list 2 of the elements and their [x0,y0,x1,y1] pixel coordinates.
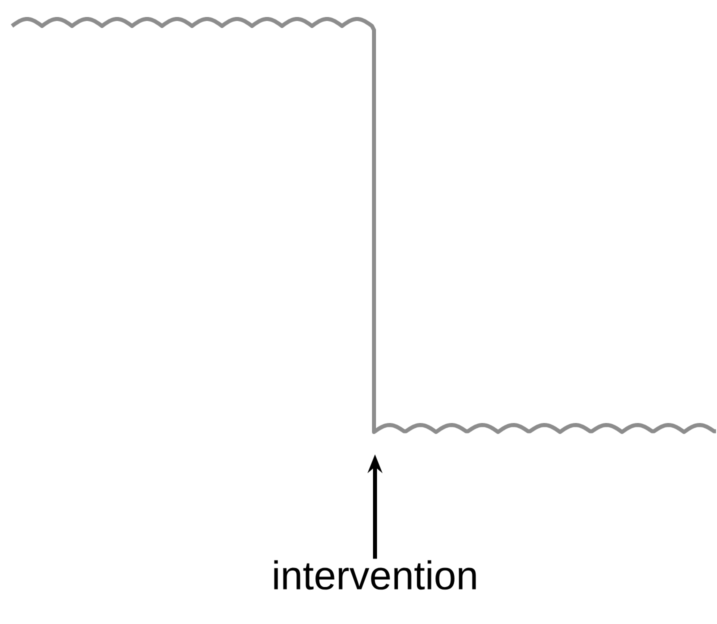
step-line-drawing [11,17,717,434]
intervention-label: intervention [274,560,476,590]
